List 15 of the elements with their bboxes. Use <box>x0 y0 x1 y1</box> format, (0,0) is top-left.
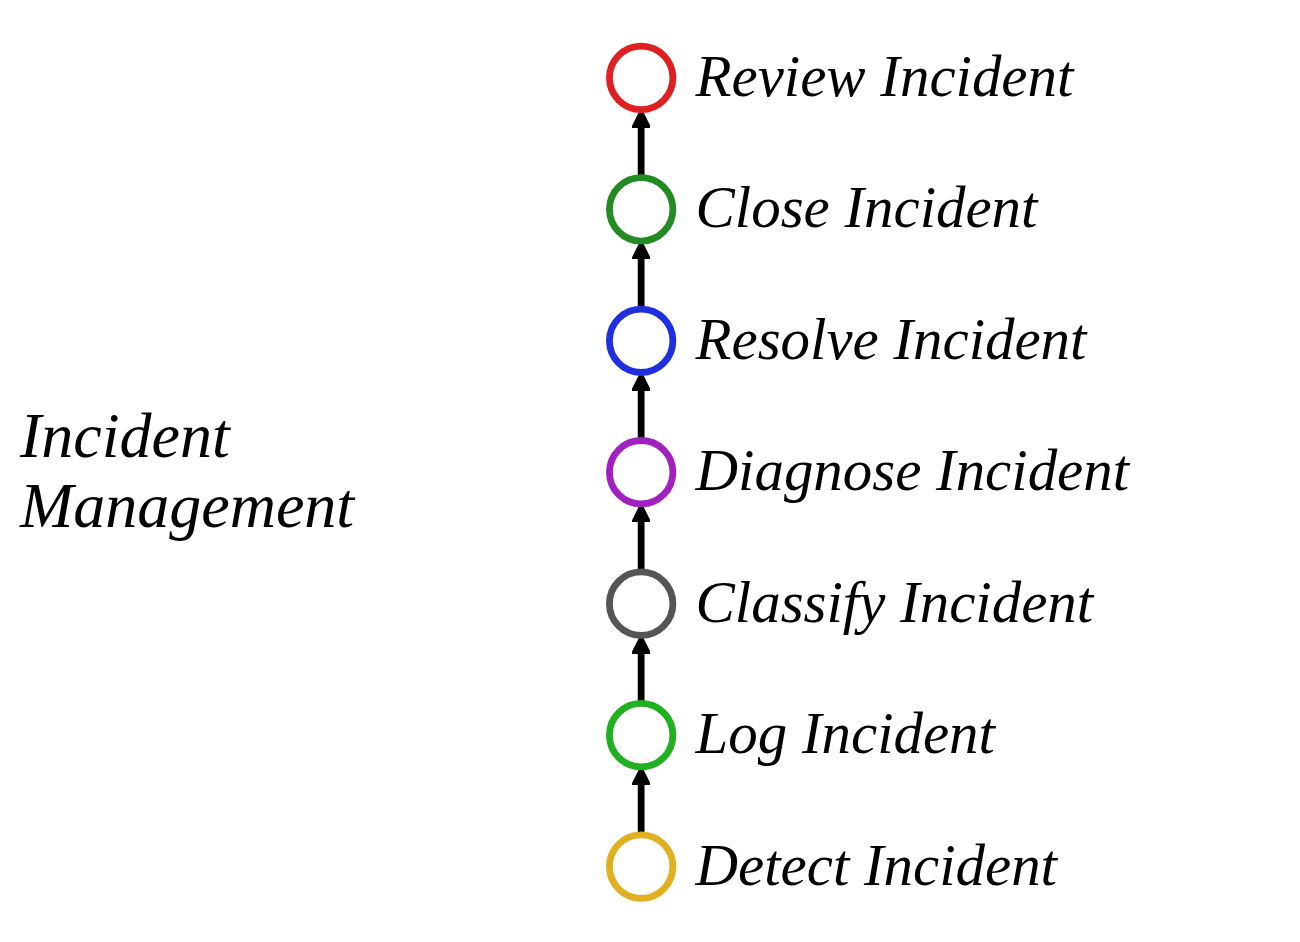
node-circle <box>606 700 677 771</box>
node-circle <box>606 305 677 376</box>
node-circle <box>606 437 677 508</box>
step-label: Resolve Incident <box>695 305 1087 372</box>
node-circle <box>606 568 677 639</box>
diagram-title: Incident Management <box>20 400 356 542</box>
step-label: Classify Incident <box>695 568 1094 635</box>
step-label: Review Incident <box>695 43 1074 109</box>
step-label: Diagnose Incident <box>695 437 1130 504</box>
step-label: Detect Incident <box>695 831 1057 898</box>
step-label: Log Incident <box>695 700 995 767</box>
node-circle <box>606 831 677 902</box>
node-circle <box>606 42 677 113</box>
node-circle <box>606 174 677 245</box>
step-label: Close Incident <box>695 174 1038 241</box>
